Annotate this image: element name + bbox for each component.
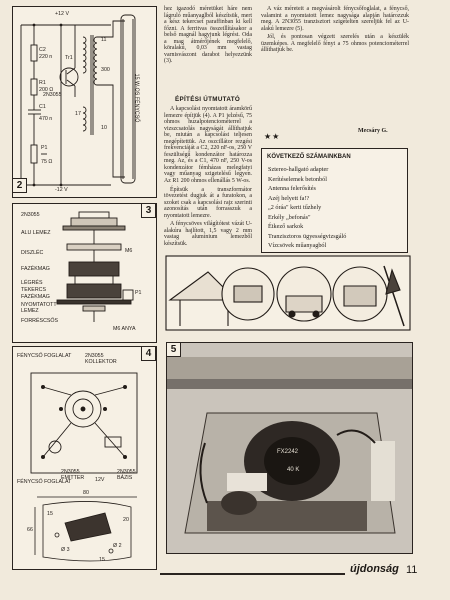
next-issue-item: Tranzisztoros ügyességvizsgáló [268, 232, 347, 240]
label-2n3055: 2N3055 [21, 212, 40, 218]
section-heading: ÉPÍTÉSI ÚTMUTATÓ [175, 96, 241, 103]
next-issue-item: Azéj helyett fa!? [268, 194, 310, 202]
assembly-drawing [56, 211, 134, 322]
dim-80: 80 [83, 490, 89, 496]
label-m6: M6 [125, 248, 133, 254]
label-solder: FORRÉSCSŐS [21, 318, 59, 324]
label-collector: 2N3055 KOLLEKTOR [85, 353, 117, 365]
footer-brand: újdonság [350, 563, 399, 575]
next-issue-item: Étkező sarkok [268, 223, 304, 230]
c2-value: 220 n [39, 54, 53, 60]
pcb-drawing [30, 372, 138, 562]
c1-value: 470 n [39, 116, 53, 122]
winding-300: 300 [101, 67, 110, 73]
next-issue-item: Vízcsövek műanyagból [268, 242, 327, 249]
label-base: 2N3055 BÁZIS [117, 469, 136, 481]
paragraph-1: hez igazodó méretüket háre nem lágruló m… [164, 6, 252, 65]
label-pot-core-2: FAZÉKMAG [21, 294, 50, 300]
paragraph-4: A fénycsöves világítótest vázát U-alakúr… [164, 221, 252, 247]
part-marking: FX2242 [277, 449, 299, 455]
winding-11: 11 [101, 37, 107, 43]
article-column-1: hez igazodó méretüket háre nem lágruló m… [164, 6, 252, 65]
r1-label: R1 [39, 80, 46, 86]
article-column-1b: A kapcsolást nyomtatott áramkörű lemezre… [164, 106, 252, 247]
next-issue-box: KÖVETKEZŐ SZÁMAINKBAN Sztereo-hallgató a… [261, 148, 408, 253]
next-issue-item: Sztereo-hallgató adapter [268, 166, 329, 173]
label-coil: TEKERCS [21, 287, 47, 293]
label-pot-core-1: FAZÉKMAG [21, 266, 50, 272]
p1-value: 75 Ω [41, 159, 53, 165]
c2-label: C2 [39, 47, 46, 53]
label-alu-plate: ALU LEMEZ [21, 230, 51, 236]
part-marking-2: 40 K [287, 467, 300, 473]
dim-66: 66 [27, 527, 33, 533]
dim-20: 20 [123, 517, 129, 523]
paragraph-3: Építsük a transzformátor tövezetést dugj… [164, 186, 252, 219]
figure-2-schematic: +12 V -12 V C2 220 n R1 200 Ω C1 470 n P… [12, 6, 157, 198]
figure-4-pcb: FÉNYCSŐ FOGLALAT 2N3055 KOLLEKTOR FÉNYCS… [12, 346, 157, 570]
winding-17: 17 [75, 111, 81, 117]
next-issue-item: Erkély „befonás" [268, 213, 311, 221]
supply-minus-label: -12 V [55, 187, 68, 193]
paragraph-6: Jól, és pontosan végzett szerelés után a… [261, 34, 409, 54]
label-emitter: 2N3055 EMITTER [61, 469, 85, 481]
dim-dia3: Ø 3 [61, 547, 70, 553]
article-column-2: A váz méreteit a megvásárolt fénycsőfogl… [261, 6, 409, 54]
photo-device [167, 343, 412, 553]
schematic-drawing [20, 14, 136, 187]
paragraph-2: A kapcsolást nyomtatott áramkörű lemezre… [164, 106, 252, 185]
r1-value: 200 Ω [39, 87, 54, 93]
author-signature: Mecsáry G. [358, 128, 388, 134]
figure-3-assembly: 2N3055 ALU LEMEZ DISZLÉC M6 FAZÉKMAG LÉG… [12, 203, 157, 343]
winding-10: 10 [101, 125, 107, 131]
label-socket-2: FÉNYCSŐ FOGLALAT [17, 479, 72, 485]
label-pcb: NYOMTATOTT LEMEZ [21, 302, 57, 314]
p1-label: P1 [41, 145, 48, 151]
supply-plus-label: +12 V [55, 11, 69, 17]
paragraph-5: A váz méreteit a megvásárolt fénycsőfogl… [261, 6, 409, 32]
dim-dia2: Ø 2 [113, 543, 122, 549]
c1-label: C1 [39, 104, 46, 110]
tr-label: Tr1 [65, 55, 73, 61]
next-issue-title: KÖVETKEZŐ SZÁMAINKBAN [267, 154, 351, 160]
rating-stars: ★★ [264, 132, 281, 141]
label-spacer: DISZLÉC [21, 250, 44, 256]
label-m6-nut: M6 ANYA [113, 326, 136, 332]
dim-15b: 15 [99, 557, 105, 563]
page-number: 11 [406, 564, 418, 576]
figure-5-photo: FX2242 40 K [166, 342, 413, 554]
figure-5-number: 5 [166, 342, 181, 357]
figure-4-number: 4 [141, 346, 156, 361]
label-12v: 12V [95, 477, 105, 483]
next-issue-item: Kerítéselemek betonból [268, 175, 327, 183]
dim-15: 15 [47, 511, 53, 517]
label-socket-1: FÉNYCSŐ FOGLALAT [17, 353, 72, 359]
tr-type: 2N3055 [43, 92, 62, 98]
figure-2-number: 2 [12, 178, 27, 193]
figure-3-number: 3 [141, 203, 156, 218]
next-issue-item: Antenna felerősítés [268, 185, 316, 192]
footer-rule [160, 573, 345, 575]
label-air-gap: LÉGRÉS [21, 280, 43, 286]
label-p1: P1 [135, 290, 142, 296]
next-issue-item: „2 óráa" kerti tűzhely [268, 204, 322, 211]
